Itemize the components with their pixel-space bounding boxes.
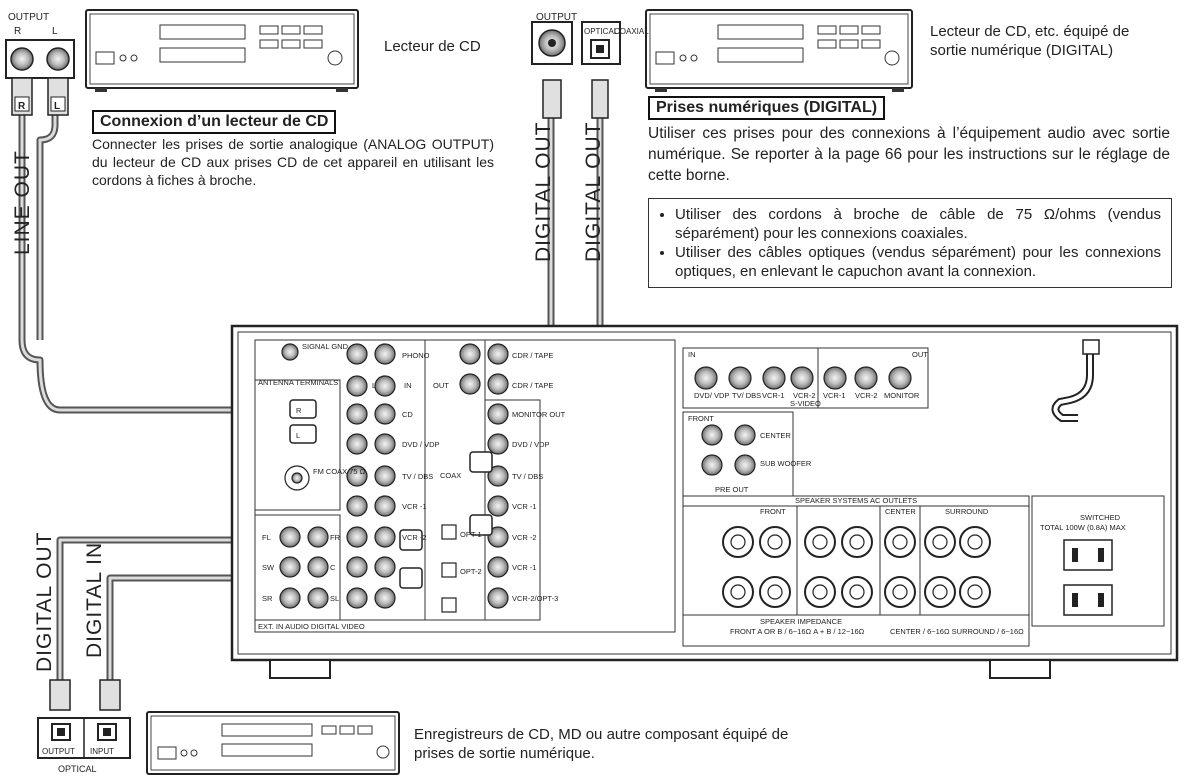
label-fr: FR [330, 533, 341, 542]
label-tv-dbs: TV / DBS [402, 472, 433, 481]
digital-output-jacks [531, 21, 621, 119]
label-monitor-out: MONITOR OUT [512, 410, 566, 419]
label-cdr-tape-1: CDR / TAPE [512, 351, 553, 360]
label-signal-gnd: SIGNAL GND [302, 342, 349, 351]
notes-box: Utiliser des cordons à broche de câble d… [648, 198, 1172, 288]
cd-recorder-label: Enregistreurs de CD, MD ou autre composa… [414, 726, 789, 762]
label-switched: SWITCHED [1080, 513, 1121, 522]
bottom-optical-jacks [37, 679, 131, 759]
receiver-jacks [279, 343, 991, 613]
label-svideo-monitor: MONITOR [884, 391, 920, 400]
cable-label-digital-out-1: DIGITAL OUT [532, 121, 555, 262]
label-cd: CD [402, 410, 413, 419]
note-coaxial: Utiliser des cordons à broche de câble d… [675, 205, 1161, 243]
label-svideo-in: IN [688, 350, 696, 359]
label-speaker-surround: SURROUND [945, 507, 989, 516]
label-opt1: OPT-1 [460, 530, 482, 539]
tr-output-label: OUTPUT [536, 12, 577, 23]
digital-connection-description: Utiliser ces prises pour des connexions … [648, 125, 1170, 184]
digital-cd-player-label: Lecteur de CD, etc. équipé de sortie num… [930, 23, 1130, 59]
label-svideo-vcr1o: VCR-1 [823, 391, 846, 400]
cable-label-digital-out-2: DIGITAL OUT [582, 121, 605, 262]
tl-output-label: OUTPUT [8, 12, 49, 23]
digital-cd-player-device [645, 9, 913, 92]
label-svideo: S-VIDEO [790, 399, 821, 408]
bottom-output-label: OUTPUT [42, 747, 75, 756]
label-fl: FL [262, 533, 271, 542]
label-antenna: ANTENNA TERMINALS [258, 378, 338, 387]
plug-label-l: L [296, 431, 300, 440]
label-preout: PRE OUT [715, 485, 749, 494]
label-speaker-impedance: SPEAKER IMPEDANCE [760, 617, 842, 626]
label-c: C [330, 563, 336, 572]
cd-player-device [85, 9, 359, 92]
label-impedance-center: CENTER / 6~16Ω SURROUND / 6~16Ω [890, 627, 1024, 636]
receiver-plugs [289, 399, 493, 589]
bottom-input-label: INPUT [90, 747, 114, 756]
tl-r-label: R [14, 26, 21, 37]
tr-optical-label: OPTICAL [584, 27, 619, 36]
label-vcr2: VCR -2 [402, 533, 427, 542]
label-vcr1-r2: VCR -1 [512, 563, 537, 572]
plug-label-r: R [296, 406, 302, 415]
label-front: FRONT [688, 414, 714, 423]
tl-plug-r: R [18, 101, 26, 112]
tl-plug-l: L [54, 101, 60, 112]
label-vcr2-r: VCR -2 [512, 533, 537, 542]
cd-output-jacks [5, 39, 75, 116]
label-ext-in: EXT. IN AUDIO DIGITAL VIDEO [258, 622, 365, 631]
cable-label-digital-out-bottom: DIGITAL OUT [33, 531, 56, 672]
label-dvd-vdp: DVD / VDP [402, 440, 440, 449]
note-optical: Utiliser des câbles optiques (vendus sép… [675, 243, 1161, 281]
label-in-small: IN [404, 381, 412, 390]
bottom-optical-label: OPTICAL [58, 764, 97, 774]
label-sub-woofer: SUB WOOFER [760, 459, 812, 468]
label-sl: SL [330, 594, 339, 603]
label-dvd-vdp-r: DVD / VDP [512, 440, 550, 449]
cd-connection-heading: Connexion d’un lecteur de CD [92, 110, 337, 134]
label-svideo-dvd: DVD/ VDP [694, 391, 729, 400]
label-sr: SR [262, 594, 273, 603]
label-speaker-front: FRONT [760, 507, 786, 516]
label-sw: SW [262, 563, 275, 572]
cable-label-line-out: LINE OUT [11, 150, 34, 255]
tr-coaxial-label: COAXIAL [614, 27, 649, 36]
cable-label-digital-in: DIGITAL IN [83, 541, 106, 658]
label-impedance-front: FRONT A OR B / 6~16Ω A + B / 12~16Ω [730, 627, 865, 636]
label-svideo-tv: TV/ DBS [732, 391, 761, 400]
tl-l-label: L [52, 26, 58, 37]
label-tv-dbs-r: TV / DBS [512, 472, 543, 481]
cd-player-label: Lecteur de CD [384, 38, 481, 55]
label-phono: PHONO [402, 351, 430, 360]
label-svideo-vcr2o: VCR-2 [855, 391, 878, 400]
receiver-labels: SIGNAL GND PHONO CDR / TAPE CDR / TAPE A… [258, 342, 1126, 636]
cd-connection-description: Connecter les prises de sortie analogiqu… [92, 136, 494, 188]
label-svideo-out: OUT [912, 350, 928, 359]
label-vcr2opt3: VCR-2/OPT-3 [512, 594, 558, 603]
label-l-small: L [372, 381, 376, 390]
cd-recorder-device [146, 711, 400, 775]
label-switched-watts: TOTAL 100W (0.8A) MAX [1040, 523, 1126, 532]
digital-connection-heading: Prises numériques (DIGITAL) [648, 96, 886, 120]
label-vcr1: VCR -1 [402, 502, 427, 511]
label-cdr-tape-2: CDR / TAPE [512, 381, 553, 390]
label-speaker-systems: SPEAKER SYSTEMS AC OUTLETS [795, 496, 917, 505]
label-center: CENTER [760, 431, 791, 440]
label-speaker-center: CENTER [885, 507, 916, 516]
label-out-small: OUT [433, 381, 449, 390]
label-vcr1-r: VCR -1 [512, 502, 537, 511]
label-svideo-vcr1: VCR-1 [762, 391, 785, 400]
label-fm-coax: FM COAX 75 Ω [313, 467, 366, 476]
label-svideo-vcr2: VCR-2 [793, 391, 816, 400]
label-opt2: OPT-2 [460, 567, 482, 576]
label-coax: COAX [440, 471, 461, 480]
